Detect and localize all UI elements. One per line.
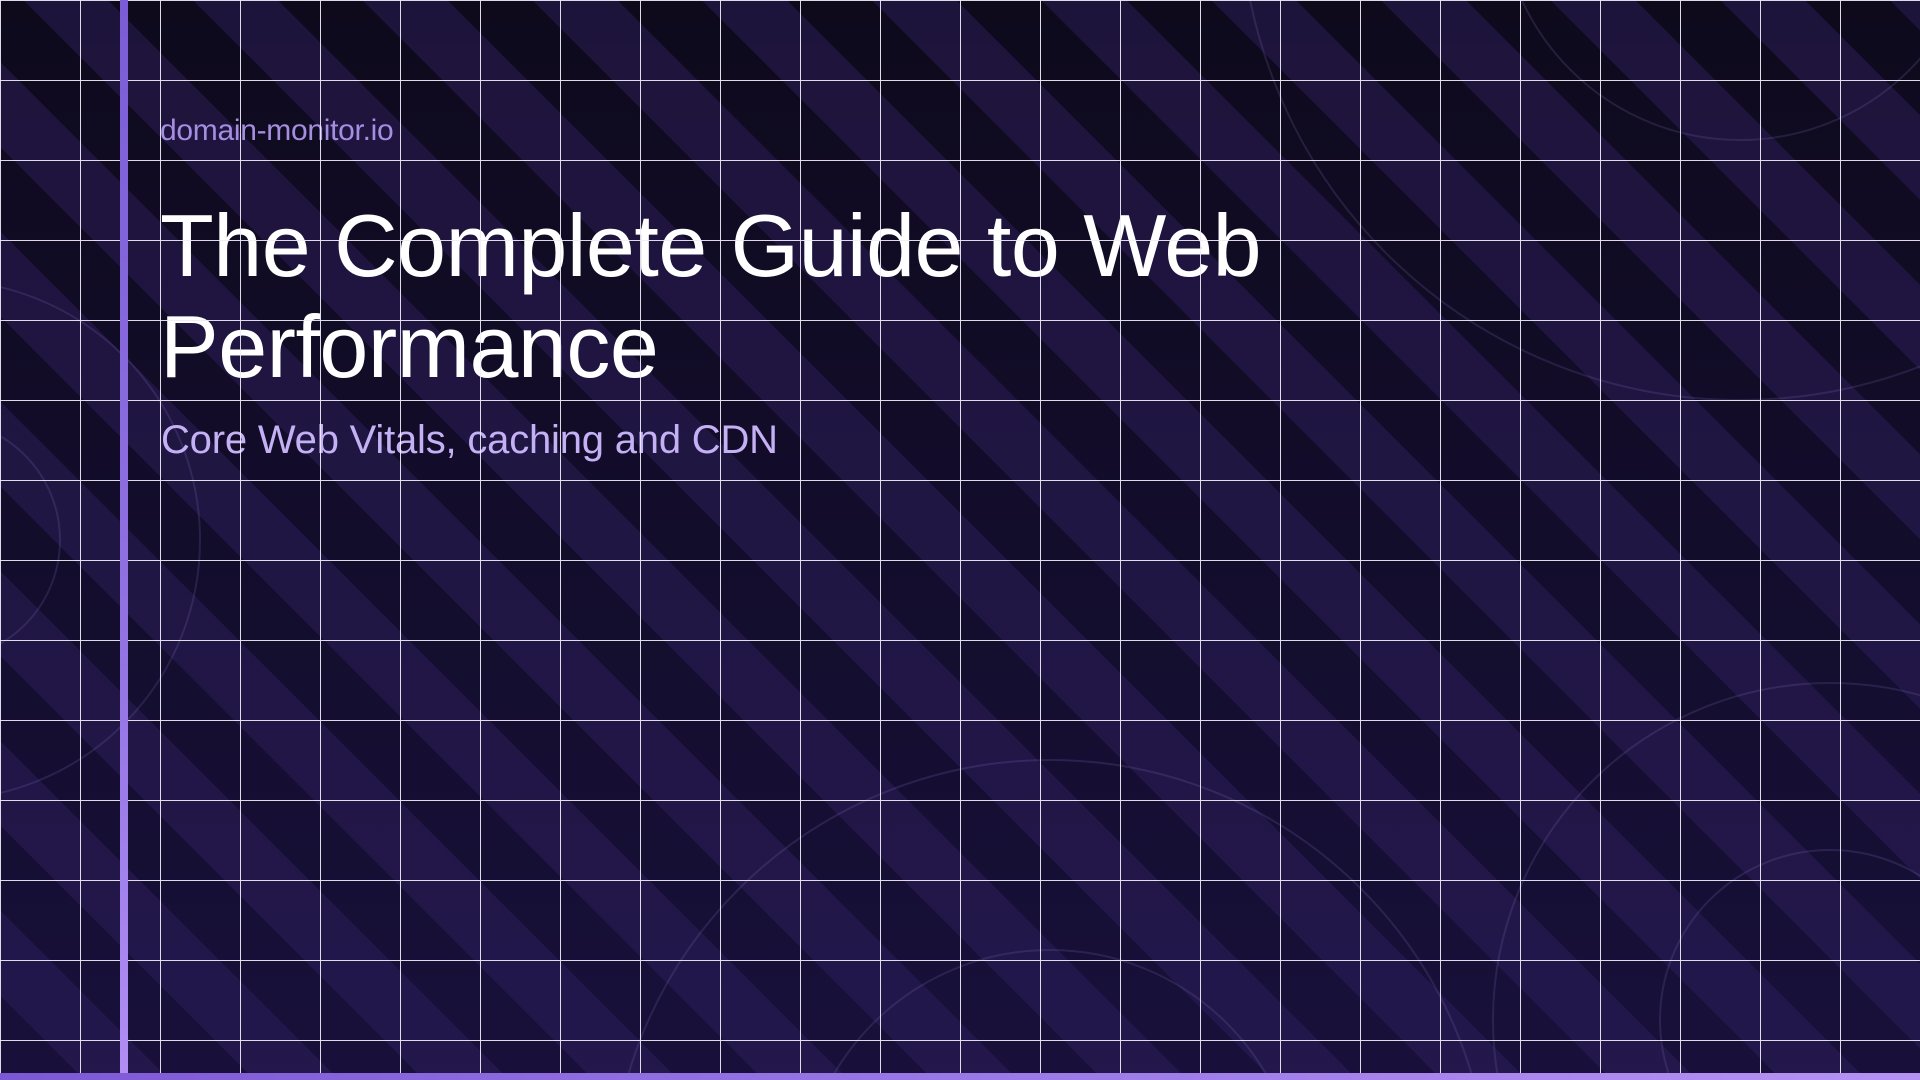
slide-title: The Complete Guide to Web Performance	[160, 196, 1262, 396]
circle-bottom-center-outer	[625, 759, 1475, 1080]
circle-left-inner	[0, 434, 61, 646]
circle-bottom-right-outer	[1492, 682, 1920, 1080]
circle-bottom-center-inner	[829, 949, 1271, 1080]
bottom-accent-bar	[0, 1073, 1920, 1080]
vertical-accent-bar	[120, 0, 128, 1073]
circle-bottom-right-inner	[1659, 849, 1920, 1080]
circle-top-right-inner	[1520, 0, 1920, 141]
brand-domain: domain-monitor.io	[160, 114, 394, 147]
slide-subtitle: Core Web Vitals, caching and CDN	[161, 418, 778, 462]
